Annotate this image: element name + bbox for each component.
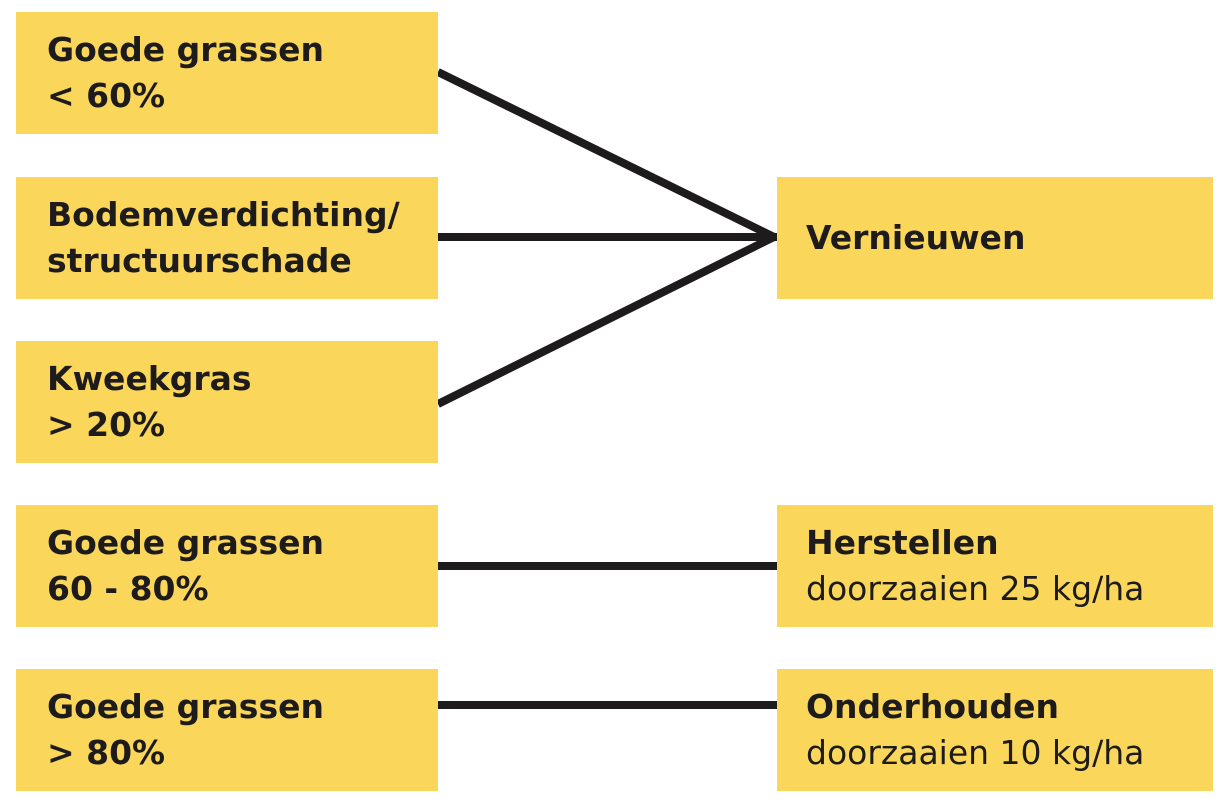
connector-goede-grassen-lt60-to-vernieuwen <box>436 68 776 241</box>
outcome-box-onderhouden: Onderhouden doorzaaien 10 kg/ha <box>777 669 1213 791</box>
outcome-detail: doorzaaien 25 kg/ha <box>806 569 1145 608</box>
condition-value: 60 - 80% <box>47 569 209 608</box>
condition-box-bodemverdichting: Bodemverdichting/ structuurschade <box>16 177 438 299</box>
outcome-title: Herstellen <box>806 523 999 562</box>
outcome-box-vernieuwen: Vernieuwen <box>777 177 1213 299</box>
condition-box-goede-grassen-60-80: Goede grassen 60 - 80% <box>16 505 438 627</box>
condition-value: > 20% <box>47 405 166 444</box>
condition-label: Bodemverdichting/ <box>47 195 400 234</box>
outcome-detail: doorzaaien 10 kg/ha <box>806 733 1145 772</box>
outcome-title: Onderhouden <box>806 687 1059 726</box>
condition-label: Goede grassen <box>47 687 324 726</box>
condition-label: Kweekgras <box>47 359 252 398</box>
connector-kweekgras-to-vernieuwen <box>436 233 776 408</box>
condition-label: Goede grassen <box>47 30 324 69</box>
condition-box-goede-grassen-lt60: Goede grassen < 60% <box>16 12 438 134</box>
condition-box-goede-grassen-gt80: Goede grassen > 80% <box>16 669 438 791</box>
condition-label: Goede grassen <box>47 523 324 562</box>
outcome-box-herstellen: Herstellen doorzaaien 25 kg/ha <box>777 505 1213 627</box>
condition-value: structuurschade <box>47 241 352 280</box>
outcome-title: Vernieuwen <box>806 218 1026 257</box>
condition-box-kweekgras: Kweekgras > 20% <box>16 341 438 463</box>
condition-value: < 60% <box>47 76 166 115</box>
condition-value: > 80% <box>47 733 166 772</box>
